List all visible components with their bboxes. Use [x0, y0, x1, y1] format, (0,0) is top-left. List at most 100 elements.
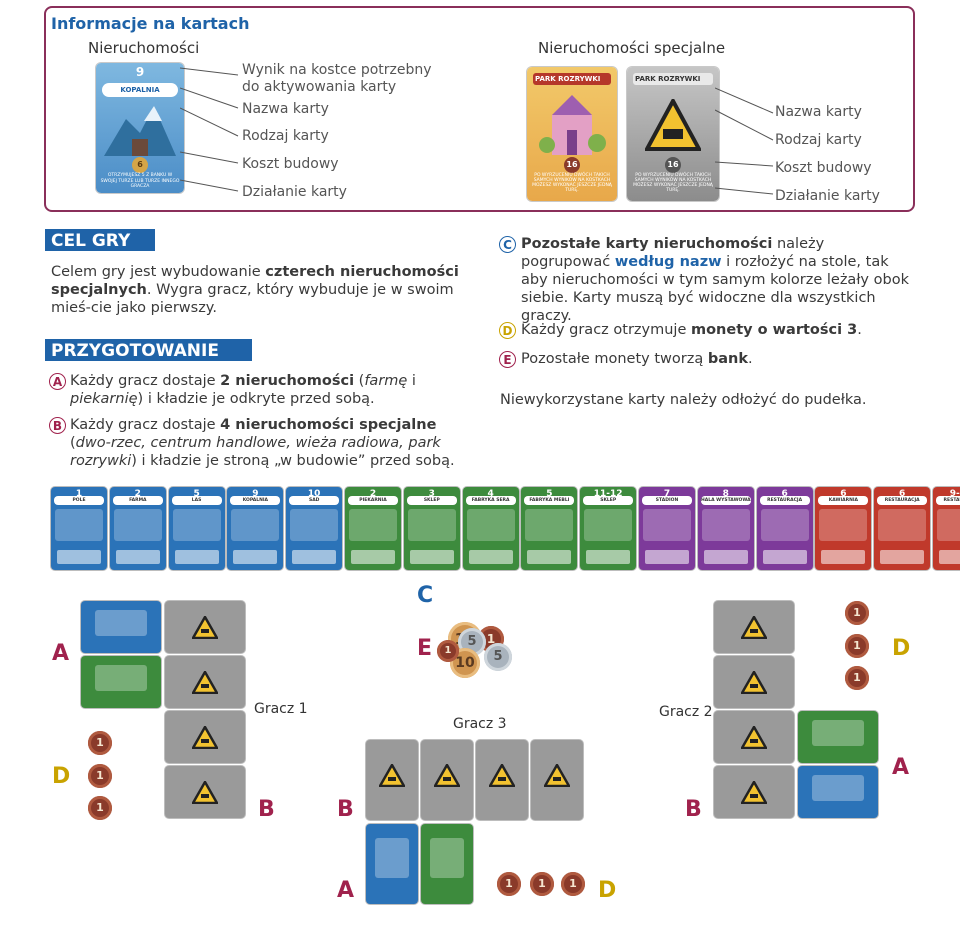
- coin-five[interactable]: 5: [484, 643, 512, 671]
- mountain-illustration: [104, 106, 176, 156]
- card-illustration: [643, 509, 691, 541]
- letter-a-player3: A: [337, 878, 355, 903]
- card-illustration: [349, 509, 397, 541]
- card-illustration: [584, 509, 633, 541]
- coin-one[interactable]: 1: [497, 872, 521, 896]
- card-effect-area: [233, 550, 278, 564]
- player3-special-card[interactable]: [366, 740, 418, 820]
- player1-bakery-card[interactable]: [81, 656, 161, 708]
- card-number: 6: [781, 489, 788, 499]
- player2-special-card[interactable]: [714, 766, 794, 818]
- step-c-marker: C: [499, 236, 516, 253]
- letter-b-player1: B: [258, 797, 275, 822]
- player1-special-card[interactable]: [165, 711, 245, 763]
- card-effect-area: [351, 550, 395, 564]
- player1-special-card[interactable]: [165, 601, 245, 653]
- letter-d-player1: D: [52, 764, 71, 789]
- player-3-label: Gracz 3: [453, 716, 507, 732]
- step-e-marker: E: [499, 351, 516, 368]
- card-number: 2: [369, 489, 377, 499]
- unused-cards-text: Niewykorzystane karty należy odłożyć do …: [500, 392, 867, 408]
- label-dice-roll-2: do aktywowania karty: [242, 79, 397, 95]
- card-effect-area: [703, 550, 748, 564]
- letter-c-center: C: [417, 583, 434, 608]
- player2-bakery-card[interactable]: [798, 711, 878, 763]
- letter-a-player1: A: [52, 641, 70, 666]
- label-dice-roll-1: Wynik na kostce potrzebny: [242, 62, 432, 78]
- special-heading: Nieruchomości specjalne: [538, 39, 726, 57]
- label-card-name: Nazwa karty: [242, 101, 329, 117]
- amusement-park-illustration: [539, 95, 606, 155]
- step-e-text: Pozostałe monety tworzą bank.: [521, 351, 753, 367]
- step-a-text: Każdy gracz dostaje 2 nieruchomości (far…: [70, 373, 416, 407]
- player2-field-card[interactable]: [798, 766, 878, 818]
- card-illustration: [525, 509, 574, 541]
- coin-one[interactable]: 1: [88, 796, 112, 820]
- coin-one[interactable]: 1: [88, 731, 112, 755]
- step-b-text: Każdy gracz dostaje 4 nieruchomości spec…: [70, 417, 455, 469]
- construction-sign-icon: [192, 780, 218, 804]
- coin-one[interactable]: 1: [845, 634, 869, 658]
- coin-one[interactable]: 1: [845, 666, 869, 690]
- coin-one[interactable]: 1: [530, 872, 554, 896]
- property-heading: Nieruchomości: [88, 39, 200, 57]
- market-card[interactable]: 9-10RESTAURACJA: [933, 487, 960, 570]
- card-number: 8: [722, 489, 729, 499]
- player3-special-card[interactable]: [531, 740, 583, 820]
- card-name: FABRYKA SERA: [465, 496, 516, 505]
- player2-special-card[interactable]: [714, 711, 794, 763]
- callout-lines-left: [180, 67, 239, 192]
- player3-special-card[interactable]: [421, 740, 473, 820]
- step-d-marker: D: [499, 322, 516, 339]
- construction-sign-icon: [741, 780, 767, 804]
- card-illustration: [701, 509, 750, 541]
- player-1-label: Gracz 1: [254, 701, 308, 717]
- card-number: 2: [134, 489, 141, 499]
- player3-special-card[interactable]: [476, 740, 528, 820]
- callout-lines-right: [715, 87, 774, 195]
- card-name: KOPALNIA: [230, 496, 281, 505]
- player2-special-card[interactable]: [714, 601, 794, 653]
- label-card-type: Rodzaj karty: [242, 128, 329, 144]
- player3-field-card[interactable]: [366, 824, 418, 904]
- construction-sign-icon: [192, 725, 218, 749]
- card-illustration: [113, 509, 162, 541]
- player3-bakery-card[interactable]: [421, 824, 473, 904]
- card-cost: 16: [564, 157, 580, 173]
- card-name: KOPALNIA: [102, 83, 178, 97]
- coin-one[interactable]: 1: [88, 764, 112, 788]
- player1-special-card[interactable]: [165, 766, 245, 818]
- card-name: FARMA: [112, 496, 163, 505]
- construction-sign-icon: [192, 615, 218, 639]
- player2-special-card[interactable]: [714, 656, 794, 708]
- card-name: PARK ROZRYWKI: [533, 73, 611, 85]
- card-effect-area: [939, 550, 960, 564]
- player1-special-card[interactable]: [165, 656, 245, 708]
- letter-b-player2: B: [685, 797, 702, 822]
- card-number: 9-10: [949, 489, 960, 499]
- player1-field-card[interactable]: [81, 601, 161, 653]
- card-name: LAS: [171, 496, 222, 505]
- construction-sign-icon: [741, 615, 767, 639]
- card-illustration: [172, 509, 221, 541]
- card-name: SKLEP: [406, 496, 457, 505]
- coin-one[interactable]: 1: [561, 872, 585, 896]
- coin-one[interactable]: 1: [845, 601, 869, 625]
- coin-one[interactable]: 1: [437, 640, 459, 662]
- letter-d-player3: D: [598, 878, 617, 903]
